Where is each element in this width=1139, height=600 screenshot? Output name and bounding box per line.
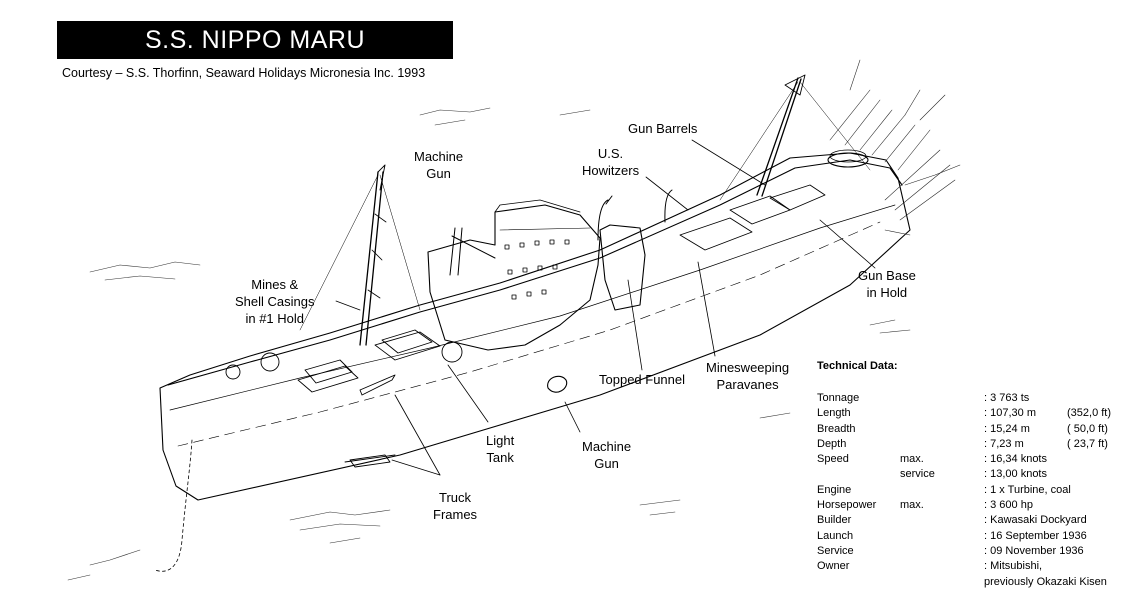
page-title: S.S. NIPPO MARU [57, 21, 453, 59]
tech-value: : 107,30 m [984, 407, 1036, 420]
tech-value: : 15,24 m [984, 422, 1030, 435]
hull-outline [159, 152, 911, 501]
tech-row: Speed max. : 16,34 knots [817, 452, 1127, 467]
tech-row: Length : 107,30 m (352,0 ft) [817, 406, 1127, 421]
tech-label: Horsepower [817, 499, 877, 512]
tech-row: Tonnage : 3 763 ts [817, 391, 1127, 406]
leader-gun-base [819, 219, 876, 269]
tech-value: : Kawasaki Dockyard [984, 514, 1087, 527]
tech-value: : 3 600 hp [984, 499, 1033, 512]
leader-mines [335, 300, 361, 311]
tech-label: Service [817, 544, 854, 557]
light-tank-debris [359, 374, 396, 396]
masts [359, 74, 806, 346]
label-gun-base: Gun Base in Hold [858, 268, 916, 300]
tech-value: : 3 763 ts [984, 392, 1030, 404]
tech-qualifier: service [900, 468, 935, 481]
label-machine-gun-top: Machine Gun [414, 149, 464, 181]
leader-truck-b [391, 459, 441, 476]
deck-edge [167, 159, 903, 386]
tech-value: : Mitsubishi, [984, 560, 1043, 573]
tech-imperial: ( 50,0 ft) [1067, 422, 1108, 435]
label-us-howitzers: U.S. Howitzers [582, 146, 640, 178]
technical-data-table: Tonnage : 3 763 ts Length : 107,30 m (352,0… [817, 391, 1127, 590]
tech-row: previously Okazaki Kisen [817, 575, 1127, 590]
leader-gun-barrels [691, 139, 766, 186]
label-topped-funnel: Topped Funnel [599, 372, 686, 387]
tech-label: Engine [817, 483, 852, 496]
tech-imperial: (352,0 ft) [1067, 407, 1112, 420]
label-machine-gun-bottom: Machine Gun [582, 439, 632, 471]
tech-value: : 1 x Turbine, coal [984, 483, 1071, 496]
tech-label: Owner [817, 560, 850, 573]
tech-value: : 16,34 knots [984, 453, 1047, 466]
tech-row: Horsepower max. : 3 600 hp [817, 498, 1127, 513]
tech-row: Depth : 7,23 m ( 23,7 ft) [817, 437, 1127, 452]
tech-value: : 7,23 m [984, 437, 1024, 450]
label-minesweeping-paravanes: Minesweeping Paravanes [706, 360, 790, 392]
tech-row: Launch : 16 September 1936 [817, 529, 1127, 544]
tech-value: : 09 November 1936 [984, 544, 1084, 557]
tech-label: Length [817, 407, 851, 420]
tech-row: Builder : Kawasaki Dockyard [817, 513, 1127, 528]
label-gun-barrels: Gun Barrels [628, 121, 698, 136]
tech-label: Builder [817, 514, 852, 527]
label-mines-shell-casings: Mines & Shell Casings in #1 Hold [235, 277, 315, 326]
leader-machine-gun [564, 401, 581, 433]
tech-row: Owner : Mitsubishi, [817, 559, 1127, 574]
tech-label: Speed [817, 453, 849, 466]
topped-funnel [599, 224, 646, 311]
tech-row: Service : 09 November 1936 [817, 544, 1127, 559]
leader-funnel [627, 279, 643, 371]
tech-imperial: ( 23,7 ft) [1067, 437, 1108, 450]
leader-truck-a [394, 394, 441, 476]
tech-value: previously Okazaki Kisen [984, 575, 1107, 588]
tech-label: Tonnage [817, 392, 860, 404]
tech-label: Depth [817, 437, 847, 450]
courtesy-caption: Courtesy – S.S. Thorfinn, Seaward Holida… [62, 66, 426, 80]
leader-tank [447, 364, 489, 423]
truck-frame-debris [344, 454, 396, 468]
technical-data-title: Technical Data: [817, 360, 898, 372]
tech-row: service : 13,00 knots [817, 467, 1127, 482]
tech-row: Engine : 1 x Turbine, coal [817, 483, 1127, 498]
cargo-holds [297, 184, 826, 393]
tech-qualifier: max. [900, 453, 924, 466]
gun-base [827, 152, 869, 168]
tech-value: : 13,00 knots [984, 468, 1047, 481]
tech-row: Breadth : 15,24 m ( 50,0 ft) [817, 422, 1127, 437]
tech-label: Launch [817, 529, 854, 542]
machine-gun-debris [547, 375, 568, 393]
label-light-tank: Light Tank [486, 433, 515, 465]
bridge-block [427, 204, 601, 351]
label-truck-frames: Truck Frames [433, 490, 478, 522]
tech-value: : 16 September 1936 [984, 529, 1087, 542]
tech-label: Breadth [817, 422, 856, 435]
leader-paravanes [697, 261, 716, 357]
tech-qualifier: max. [900, 499, 924, 512]
leader-howitzers [645, 176, 689, 211]
